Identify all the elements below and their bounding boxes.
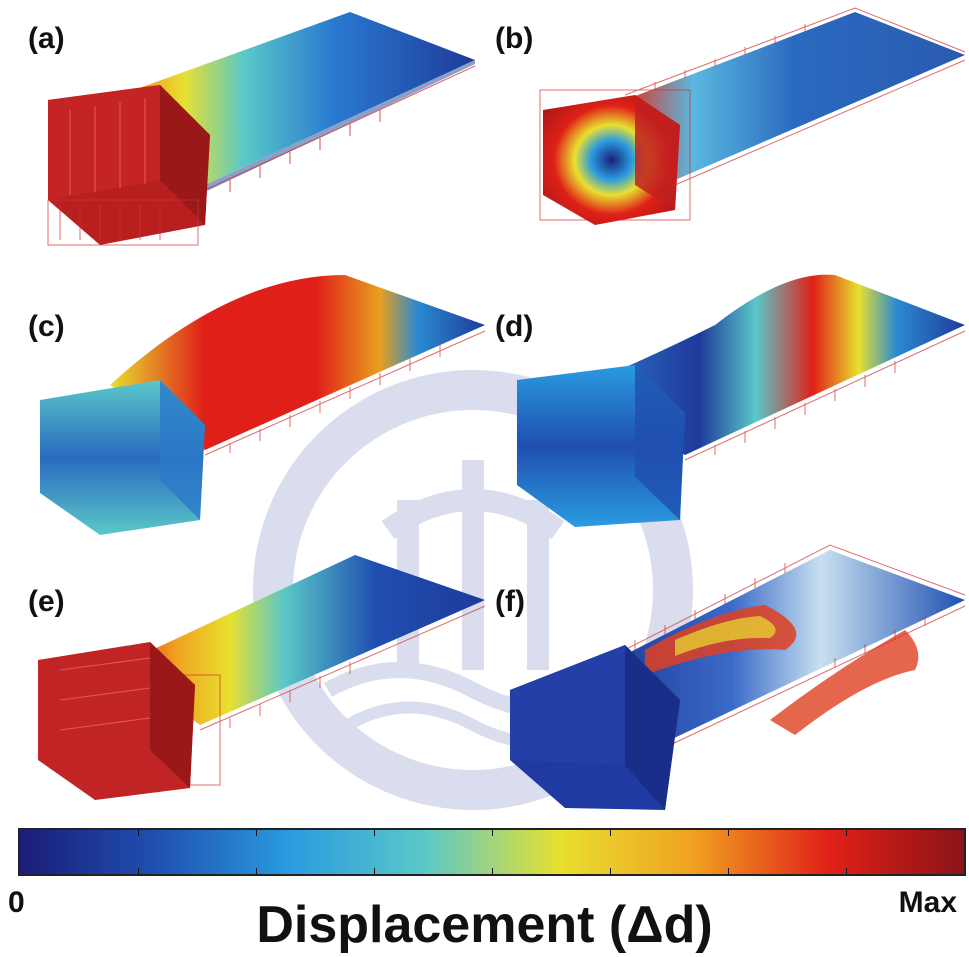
colorbar-min-label: 0 xyxy=(8,886,25,919)
colorbar-tick xyxy=(846,868,847,874)
colorbar-tick xyxy=(728,868,729,874)
panel-label-b: (b) xyxy=(495,22,534,55)
colorbar-tick xyxy=(846,830,847,836)
colorbar-tick xyxy=(492,868,493,874)
colorbar-tick xyxy=(256,830,257,836)
colorbar xyxy=(18,828,966,876)
panel-c-model xyxy=(40,275,486,535)
panel-f-model xyxy=(510,544,966,810)
colorbar-tick xyxy=(610,868,611,874)
colorbar-tick xyxy=(374,868,375,874)
panel-a-model xyxy=(47,12,476,246)
colorbar-tick xyxy=(728,830,729,836)
colorbar-title: Displacement (Δd) xyxy=(256,896,713,954)
colorbar-tick xyxy=(610,830,611,836)
panel-label-d: (d) xyxy=(495,310,534,343)
panel-f: (f) xyxy=(485,540,969,820)
colorbar-tick xyxy=(492,830,493,836)
colorbar-tick xyxy=(138,830,139,836)
colorbar-tick xyxy=(374,830,375,836)
panel-b: (b) xyxy=(485,0,969,260)
colorbar-tick xyxy=(256,868,257,874)
panel-label-c: (c) xyxy=(28,310,65,343)
panel-e-model xyxy=(38,555,486,800)
colorbar-max-label: Max xyxy=(898,886,957,919)
panel-d-model xyxy=(517,274,966,527)
panel-label-a: (a) xyxy=(28,22,65,55)
panel-a: (a) xyxy=(0,0,485,260)
panel-d: (d) xyxy=(485,265,969,545)
colorbar-tick xyxy=(138,868,139,874)
panel-label-f: (f) xyxy=(495,585,525,618)
panel-label-e: (e) xyxy=(28,585,65,618)
panel-c: (c) xyxy=(0,265,486,545)
panel-b-model xyxy=(539,7,966,225)
panel-e: (e) xyxy=(0,550,486,820)
